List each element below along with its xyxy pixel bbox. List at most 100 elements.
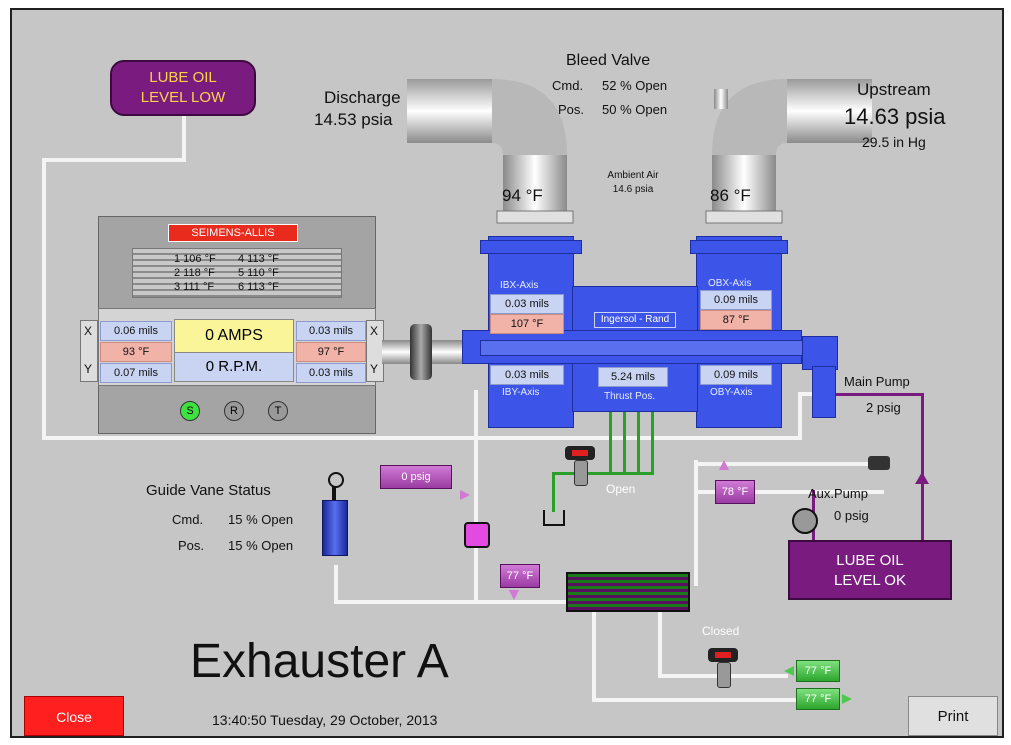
upstream-temp: 86 °F [710,186,751,205]
discharge-pipe-icon [407,79,574,224]
oil-line [334,565,338,603]
valve-closed-label: Closed [702,624,740,638]
oil-pressure-tag: 0 psig [380,465,452,489]
trip-indicator: T [268,401,288,421]
valve-open-label: Open [606,482,636,496]
lube-line [182,110,186,160]
thrust-position-label: Thrust Pos. [604,391,656,402]
upstream-pipe-icon [705,79,872,224]
inboard-flange [480,240,582,254]
aux-pump-icon[interactable] [792,508,818,534]
close-button[interactable]: Close [24,696,124,736]
y-axis-label: Y [370,362,379,376]
oil-line [334,600,574,604]
valve-indicator [572,450,588,456]
oil-in-temp: 77 °F [500,564,540,588]
run-indicator: R [224,401,244,421]
oil-line [694,460,698,492]
obx-vibration: 0.09 mils [700,290,772,310]
water-line [592,610,596,702]
start-indicator: S [180,401,200,421]
bleed-valve-label: Bleed Valve [566,52,651,69]
outboard-flange [690,240,788,254]
motor-left-x-vibration: 0.06 mils [100,321,172,341]
main-pump-value: 2 psig [866,400,901,415]
bleed-cmd-label: Cmd. [552,78,584,93]
guide-vane-cmd-label: Cmd. [172,512,204,527]
winding-temp: 1 106 °F [174,253,216,265]
x-axis-label: X [84,324,93,338]
guide-vane-label: Guide Vane Status [146,482,271,499]
lube-oil-ok-tank: LUBE OIL LEVEL OK [788,540,952,600]
arrow-right-icon [842,694,852,704]
lube-line [798,392,802,440]
motor-brand-plate: SEIMENS-ALLIS [168,224,298,242]
ambient-line2: 14.6 psia [612,184,654,195]
motor-rpm: 0 R.P.M. [174,352,294,382]
coupling-icon [410,324,432,380]
thrust-oil-line [609,405,612,475]
water-out-temp: 77 °F [796,688,840,710]
thrust-oil-line [623,405,626,475]
winding-temp: 6 113 °F [238,281,279,293]
valve-body-icon[interactable] [574,460,588,486]
main-pump-label: Main Pump [844,374,910,389]
motor-amps: 0 AMPS [174,319,294,353]
thrust-oil-line [637,405,640,475]
guide-vane-pos-value: 15 % Open [228,538,294,553]
discharge-value: 14.53 psia [314,110,393,129]
oil-filter-icon[interactable] [464,522,490,548]
main-pump-line [812,393,924,396]
ibx-temp: 107 °F [490,314,564,334]
oil-line [694,462,872,466]
aux-pump-value: 0 psig [834,508,869,523]
lube-ok-line1: LUBE OIL [836,552,904,569]
oil-line [694,490,698,586]
actuator-rod [332,486,336,500]
lube-oil-low-tank: LUBE OIL LEVEL LOW [110,60,256,116]
lube-line [42,158,186,162]
main-pump-line [921,393,924,543]
pressure-switch-icon [868,456,890,470]
upstream-value: 14.63 psia [844,104,946,129]
motor-left-temp: 93 °F [100,342,172,362]
arrow-icon [460,490,470,500]
oil-line [694,490,884,494]
x-axis-label: X [370,324,379,338]
main-pump-body [802,336,838,370]
lube-low-line2: LEVEL LOW [140,89,226,106]
obx-temp: 87 °F [700,310,772,330]
water-line [592,698,797,702]
winding-temp: 4 113 °F [238,253,279,265]
ibx-vibration: 0.03 mils [490,294,564,314]
thrust-position-value: 5.24 mils [598,367,668,387]
arrow-up-icon [719,460,729,470]
bleed-pos-label: Pos. [558,102,585,117]
winding-temp: 3 111 °F [174,281,215,293]
discharge-temp: 94 °F [502,186,543,205]
oby-label: OBY-Axis [710,387,753,398]
oil-out-temp: 78 °F [715,480,755,504]
print-button[interactable]: Print [908,696,998,736]
bearing-block [80,320,98,382]
page-title: Exhauster A [190,635,449,688]
iby-vibration: 0.03 mils [490,365,564,385]
discharge-label: Discharge [324,88,401,107]
guide-vane-cmd-value: 15 % Open [228,512,294,527]
lube-low-line1: LUBE OIL [149,69,217,86]
y-axis-label: Y [84,362,93,376]
oby-vibration: 0.09 mils [700,365,772,385]
thrust-oil-line [552,472,555,512]
bleed-cmd-value: 52 % Open [602,78,668,93]
lube-line [42,436,802,440]
motor-cooling-fins [132,248,342,298]
upstream-vacuum: 29.5 in Hg [862,134,926,150]
oil-line [474,390,478,604]
ibx-label: IBX-Axis [500,280,539,291]
arrow-down-icon [509,590,519,600]
valve-body-icon[interactable] [717,662,731,688]
oil-cooler-icon [566,572,690,612]
guide-vane-actuator-icon [322,500,348,556]
motor-right-temp: 97 °F [296,342,366,362]
drain-icon [543,510,565,526]
